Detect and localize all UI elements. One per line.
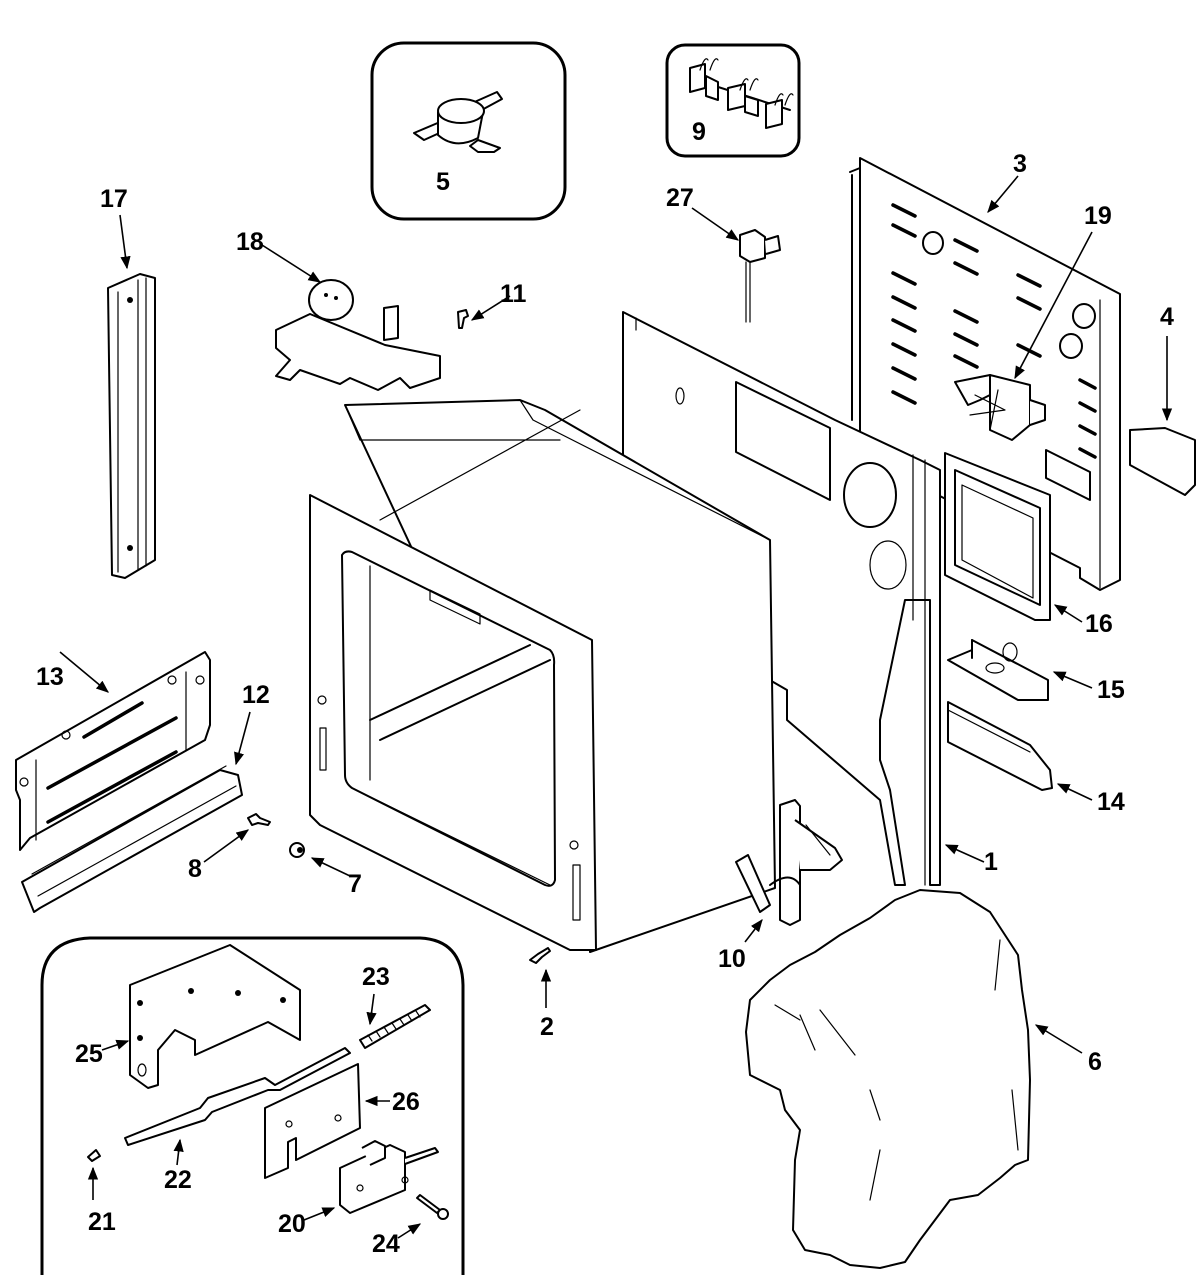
callout-11: 11 xyxy=(500,280,527,308)
oven-cavity xyxy=(309,399,776,953)
bracket-part-15: 15 xyxy=(947,639,1125,704)
leader-line xyxy=(303,1207,336,1221)
leader-line xyxy=(119,214,131,270)
callout-15: 15 xyxy=(1097,676,1125,704)
screw-part-24 xyxy=(416,1194,449,1220)
side-rail-part-17: 17 xyxy=(100,185,156,579)
thermostat-part-5 xyxy=(413,91,503,153)
inset-frame xyxy=(370,41,567,221)
callout-14: 14 xyxy=(1097,788,1125,816)
leader-line xyxy=(59,651,109,693)
screw-part-8: 8 xyxy=(188,813,271,883)
leader-line xyxy=(101,1039,130,1051)
retainer-part-21 xyxy=(87,1149,101,1162)
leader-line xyxy=(944,844,985,863)
callout-6: 6 xyxy=(1088,1048,1102,1076)
screw-part-11: 11 xyxy=(457,280,527,329)
latch-rod-part-22 xyxy=(124,1047,351,1146)
callout-16: 16 xyxy=(1085,610,1113,638)
bracket-part-25 xyxy=(129,944,301,1089)
lamp-housing-part-16: 16 xyxy=(944,452,1113,638)
leader-line xyxy=(173,1138,184,1166)
terminal-block-part-9 xyxy=(689,58,794,129)
callout-2: 2 xyxy=(540,1013,554,1041)
leader-line xyxy=(1056,783,1093,801)
leader-line xyxy=(691,207,740,241)
convection-fan-part-19: 19 xyxy=(954,202,1112,441)
callout-24: 24 xyxy=(372,1230,400,1258)
callout-26: 26 xyxy=(392,1088,420,1116)
leader-line xyxy=(203,829,250,863)
callout-9: 9 xyxy=(692,118,706,146)
callout-8: 8 xyxy=(188,855,202,883)
leader-line xyxy=(310,857,351,877)
callout-21: 21 xyxy=(88,1208,116,1236)
callout-23: 23 xyxy=(362,963,390,991)
inset-frame xyxy=(665,43,801,158)
trim-strip-part-12: 12 xyxy=(21,681,270,913)
callout-10: 10 xyxy=(718,945,746,973)
back-wrapper-part-1: 1 xyxy=(622,311,998,886)
callout-5: 5 xyxy=(436,168,450,196)
plug-part-7: 7 xyxy=(289,842,362,898)
leader-line xyxy=(1034,1024,1083,1054)
leader-line xyxy=(1053,604,1083,623)
spring-part-23 xyxy=(359,1004,431,1049)
callout-13: 13 xyxy=(36,663,64,691)
inset-thermostat: 5 xyxy=(370,41,567,221)
insulator-part-26 xyxy=(264,1063,361,1179)
callout-3: 3 xyxy=(1013,150,1027,178)
callout-20: 20 xyxy=(278,1210,306,1238)
leader-line xyxy=(397,1223,422,1239)
motor-bracket-part-18: 18 xyxy=(236,228,441,391)
leader-line xyxy=(1052,671,1093,689)
callout-1: 1 xyxy=(984,848,998,876)
leader-line xyxy=(744,918,763,943)
side-panel-part-13: 13 xyxy=(15,651,211,851)
leader-line xyxy=(1014,231,1093,380)
inset-terminal-block: 9 xyxy=(665,43,801,158)
callout-19: 19 xyxy=(1084,202,1112,230)
lamp-socket-part-27: 27 xyxy=(666,184,781,323)
microswitch-part-20 xyxy=(339,1140,439,1214)
strip-part-14: 14 xyxy=(947,701,1125,816)
leader-line xyxy=(261,244,322,283)
callout-22: 22 xyxy=(164,1166,192,1194)
leader-line xyxy=(987,175,1019,213)
leader-line xyxy=(470,295,511,321)
callout-17: 17 xyxy=(100,185,128,213)
inset-latch-parts: 25 23 22 26 20 24 xyxy=(40,936,465,1275)
vent-slots xyxy=(891,203,1097,459)
inset-frame xyxy=(40,936,465,1275)
insulation-part-6: 6 xyxy=(745,889,1102,1269)
screw-part-2: 2 xyxy=(529,947,554,1041)
callout-27: 27 xyxy=(666,184,694,212)
door-latch-part-10: 10 xyxy=(718,799,843,973)
callout-12: 12 xyxy=(242,681,270,709)
cover-plate-part-4: 4 xyxy=(1129,303,1196,496)
callout-4: 4 xyxy=(1160,303,1174,331)
leader-line xyxy=(234,711,251,766)
leader-line xyxy=(366,993,377,1026)
callout-7: 7 xyxy=(348,870,362,898)
callout-25: 25 xyxy=(75,1040,103,1068)
callout-18: 18 xyxy=(236,228,264,256)
